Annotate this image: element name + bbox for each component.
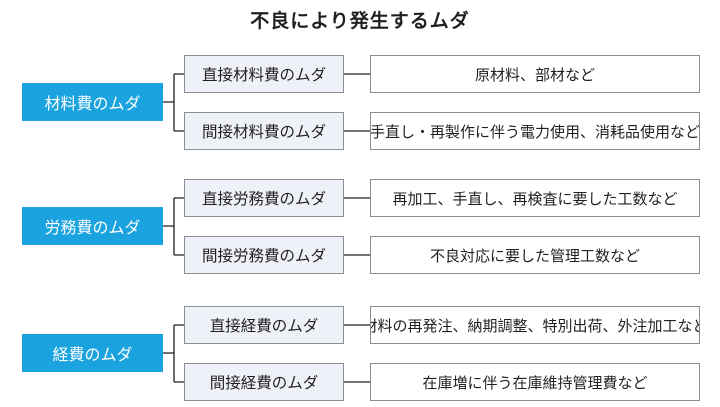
diagram-title: 不良により発生するムダ: [250, 10, 470, 32]
category-labor: 労務費のムダ: [22, 207, 163, 245]
desc-indirect-labor: 不良対応に要した管理工数など: [370, 236, 700, 274]
sub-indirect-labor: 間接労務費のムダ: [184, 236, 344, 274]
desc-direct-expense: 材料の再発注、納期調整、特別出荷、外注加工など: [370, 306, 700, 344]
sub-indirect-expense: 間接経費のムダ: [184, 363, 344, 401]
desc-direct-material: 原材料、部材など: [370, 55, 700, 93]
sub-direct-labor: 直接労務費のムダ: [184, 179, 344, 217]
sub-indirect-material: 間接材料費のムダ: [184, 112, 344, 150]
category-expense: 経費のムダ: [22, 334, 163, 372]
desc-indirect-material: 手直し・再製作に伴う電力使用、消耗品使用など: [370, 112, 700, 150]
sub-direct-material: 直接材料費のムダ: [184, 55, 344, 93]
sub-direct-expense: 直接経費のムダ: [184, 306, 344, 344]
desc-direct-labor: 再加工、手直し、再検査に要した工数など: [370, 179, 700, 217]
category-material: 材料費のムダ: [22, 83, 163, 121]
desc-indirect-expense: 在庫増に伴う在庫維持管理費など: [370, 363, 700, 401]
